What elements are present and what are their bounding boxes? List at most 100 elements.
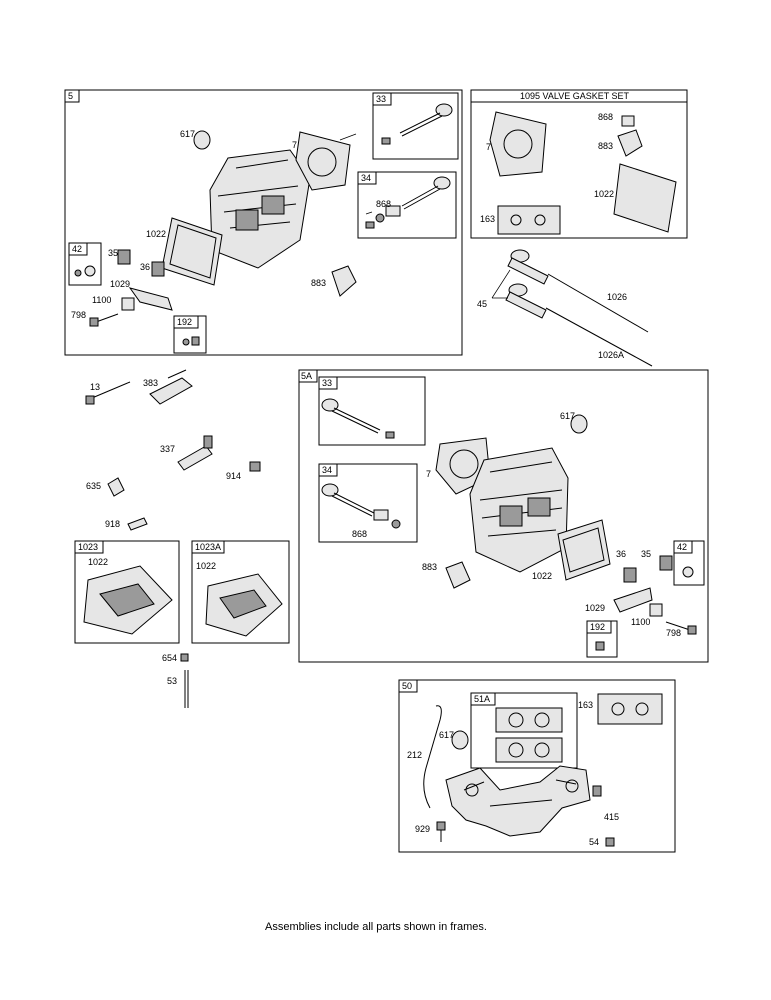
label-883: 883 — [311, 278, 326, 288]
label-1022: 1022 — [532, 571, 552, 581]
rocker-cover-gasket-icon — [557, 519, 611, 581]
frame-tag-42: 42 — [677, 542, 687, 552]
o-ring-icon — [570, 414, 588, 434]
frame-tag-34: 34 — [322, 465, 332, 475]
label-383: 383 — [143, 378, 158, 388]
rocker-springs-icon — [117, 249, 165, 277]
label-868: 868 — [376, 199, 391, 209]
valve-seal-icon — [621, 115, 635, 127]
label-36: 36 — [140, 262, 150, 272]
guide-plate-icon — [121, 297, 135, 311]
frame-tag-5: 5 — [68, 91, 73, 101]
label-1026a: 1026A — [598, 350, 624, 360]
label-654: 654 — [162, 653, 177, 663]
bolt-929-icon — [436, 821, 446, 842]
cylinder-head-icon — [209, 149, 311, 269]
rocker-arm-icon — [128, 287, 173, 311]
label-617: 617 — [439, 730, 454, 740]
misc-parts: 13 383 337 914 635 918 — [85, 369, 261, 531]
intake-gasket-icon — [495, 707, 563, 763]
label-415: 415 — [604, 812, 619, 822]
label-54: 54 — [589, 837, 599, 847]
frame-tag-1023a: 1023A — [195, 542, 221, 552]
frame-tag-33: 33 — [376, 94, 386, 104]
label-53: 53 — [167, 676, 177, 686]
label-617: 617 — [560, 411, 575, 421]
assembly-frame-1023: 1023 1022 — [74, 540, 180, 644]
label-868: 868 — [352, 529, 367, 539]
intake-manifold-icon — [445, 765, 591, 837]
valve-gasket-set-title: 1095 VALVE GASKET SET — [520, 91, 630, 101]
breather-tube-icon — [423, 705, 442, 809]
label-868: 868 — [598, 112, 613, 122]
assembly-frame-5: 5 33 34 868 42 1 — [64, 89, 463, 356]
label-13: 13 — [90, 382, 100, 392]
label-35: 35 — [641, 549, 651, 559]
label-1026: 1026 — [607, 292, 627, 302]
label-929: 929 — [415, 824, 430, 834]
label-798: 798 — [71, 310, 86, 320]
exhaust-gasket-icon — [445, 561, 471, 589]
label-1100: 1100 — [92, 295, 111, 305]
assembly-frame-5a: 5A 33 34 868 — [298, 369, 709, 663]
label-1029: 1029 — [585, 603, 605, 613]
label-914: 914 — [226, 471, 241, 481]
frame-tag-42: 42 — [72, 244, 82, 254]
label-798: 798 — [666, 628, 681, 638]
label-163: 163 — [578, 700, 593, 710]
valve-gasket-set-frame: 1095 VALVE GASKET SET 868 883 7 1022 163 — [470, 89, 688, 239]
label-7: 7 — [486, 142, 491, 152]
rocker-arm-icon — [613, 587, 653, 613]
exhaust-gasket-icon — [331, 265, 357, 297]
exhaust-gasket-icon — [617, 129, 643, 157]
bolt-798-icon — [89, 313, 119, 327]
tappets-pushrods: 45 1026 1026A — [477, 249, 653, 367]
spark-plug-icon — [177, 435, 213, 471]
guide-plate-icon — [649, 603, 663, 617]
cylinder-head-icon — [469, 447, 569, 573]
assembly-frame-1023a: 1023A 1022 — [191, 540, 290, 644]
label-617: 617 — [180, 129, 195, 139]
label-337: 337 — [160, 444, 175, 454]
intake-gasket-icon — [597, 693, 663, 725]
label-1022: 1022 — [146, 229, 166, 239]
intake-gasket-icon — [497, 205, 561, 235]
frame-tag-50: 50 — [402, 681, 412, 691]
o-ring-icon — [451, 730, 469, 750]
screw-54-icon — [605, 837, 615, 847]
rocker-spring-icon — [623, 567, 637, 583]
valve-intake-icon — [321, 398, 395, 439]
assembly-frame-50: 50 51A 163 212 617 415 929 — [398, 679, 676, 853]
stud-nut-icon: 654 53 — [162, 653, 189, 708]
frame-tag-5a: 5A — [301, 371, 312, 381]
label-1022: 1022 — [594, 189, 614, 199]
label-163: 163 — [480, 214, 495, 224]
head-gasket-icon — [295, 131, 351, 191]
label-883: 883 — [422, 562, 437, 572]
label-1022: 1022 — [88, 557, 108, 567]
label-1100: 1100 — [631, 617, 650, 627]
label-1022: 1022 — [196, 561, 216, 571]
frame-tag-34: 34 — [361, 173, 371, 183]
frame-tag-33: 33 — [322, 378, 332, 388]
footer-caption: Assemblies include all parts shown in fr… — [265, 921, 487, 933]
label-635: 635 — [86, 481, 101, 491]
frame-tag-192: 192 — [177, 317, 192, 327]
label-883: 883 — [598, 141, 613, 151]
head-gasket-icon — [489, 111, 547, 177]
label-918: 918 — [105, 519, 120, 529]
label-7: 7 — [292, 140, 297, 150]
label-36: 36 — [616, 549, 626, 559]
label-1029: 1029 — [110, 279, 130, 289]
label-45: 45 — [477, 299, 487, 309]
label-212: 212 — [407, 750, 422, 760]
bolt-798-icon — [665, 621, 697, 635]
frame-tag-192: 192 — [590, 622, 605, 632]
label-35: 35 — [108, 248, 118, 258]
valve-intake-icon — [381, 103, 453, 145]
frame-tag-1023: 1023 — [78, 542, 98, 552]
label-7: 7 — [426, 469, 431, 479]
valve-exhaust-icon — [365, 176, 451, 229]
rocker-spring-icon — [659, 555, 673, 571]
